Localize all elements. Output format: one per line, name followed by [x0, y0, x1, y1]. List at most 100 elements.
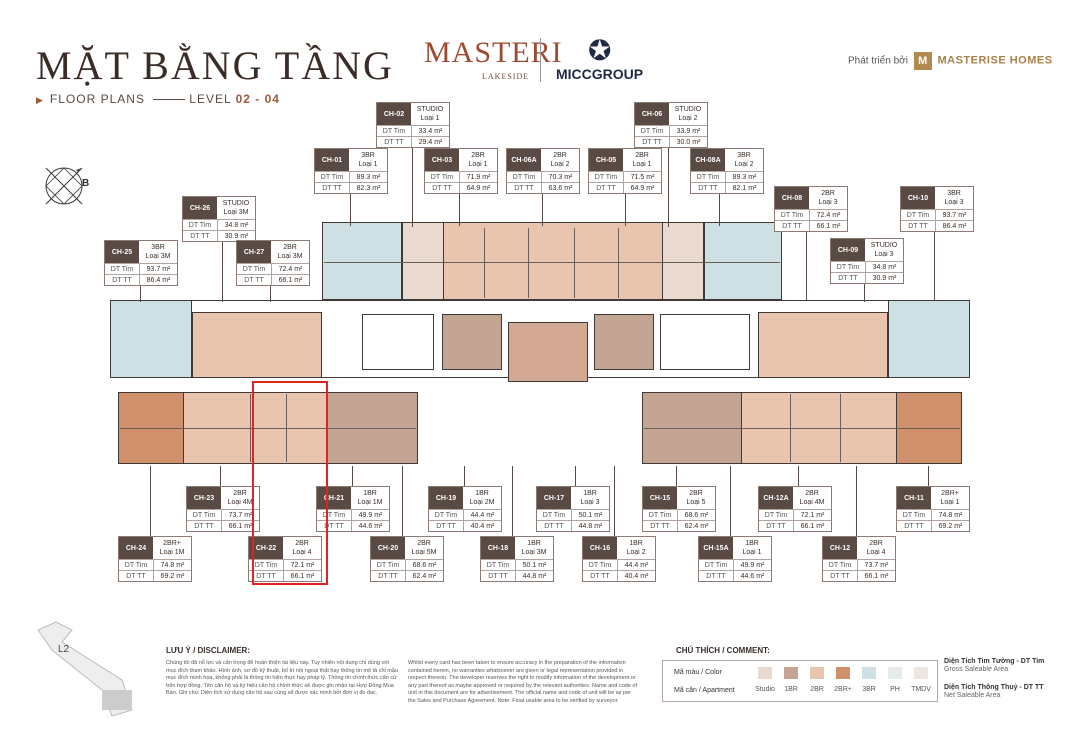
unit-type: 1BR: [527, 540, 541, 547]
unit-code: CH-02: [377, 103, 411, 125]
net-area-label: DT TT: [324, 522, 344, 530]
unit-subtype: Loại 1: [420, 115, 440, 122]
gross-area-label: DT Tim: [906, 211, 930, 219]
mid-right-2br-block: [758, 312, 888, 378]
unit-type: 2BR: [635, 152, 649, 159]
net-area-label: DT TT: [126, 572, 146, 580]
unit-net-area: 30.0 m²: [669, 137, 707, 147]
gross-area-label: DT Tim: [486, 561, 510, 569]
gross-area-label: DT Tim: [640, 127, 664, 135]
top-left-3br-block: [322, 222, 402, 300]
legend-item-label: PH: [890, 686, 900, 693]
unit-net-area: 40.4 m²: [617, 571, 655, 581]
unit-code: CH-10: [901, 187, 935, 209]
gross-area-label: DT Tim: [242, 265, 266, 273]
gross-area-en: Gross Saleable Area: [944, 666, 1009, 673]
unit-net-area: 40.4 m²: [463, 521, 501, 531]
legend-swatch-ph: [888, 667, 902, 679]
unit-subtype: Loại 1: [632, 161, 652, 168]
net-area-label: DT TT: [488, 572, 508, 580]
unit-net-area: 64.9 m²: [623, 183, 661, 193]
unit-net-area: 30.9 m²: [217, 231, 255, 241]
unit-subtype: Loại 5M: [411, 549, 437, 556]
unit-net-area: 69.2 m²: [931, 521, 969, 531]
unit-gross-area: 50.1 m²: [515, 560, 553, 570]
gross-area-label: DT Tim: [512, 173, 536, 181]
gross-area-label: DT Tim: [902, 511, 926, 519]
net-area-label: DT TT: [838, 274, 858, 282]
top-studio-left-block: [402, 222, 444, 300]
stair-core-right: [594, 314, 654, 370]
unit-gross-area: 71.5 m²: [623, 172, 661, 182]
top-studio-right-block: [662, 222, 704, 300]
gross-area-label: DT Tim: [376, 561, 400, 569]
gross-area-label: DT Tim: [828, 561, 852, 569]
highlighted-unit-frame: [252, 381, 328, 585]
page-title: MẶT BẰNG TẦNG: [36, 43, 394, 88]
lakeside-wordmark: LAKESIDE: [482, 72, 530, 81]
unit-gross-area: 68.6 m²: [677, 510, 715, 520]
gross-area-vi: Diện Tích Tim Tường - DT Tim: [944, 658, 1045, 665]
gross-area-label: DT Tim: [836, 263, 860, 271]
subtitle-divider: [153, 99, 186, 101]
unit-code: CH-20: [371, 537, 405, 559]
net-area-label: DT TT: [650, 522, 670, 530]
unit-code: CH-06A: [507, 149, 541, 171]
unit-code: CH-23: [187, 487, 221, 509]
unit-subtype: Loại 3: [874, 251, 894, 258]
unit-type: STUDIO: [674, 106, 702, 113]
net-area-vi: Diện Tích Thông Thuỷ - DT TT: [944, 684, 1044, 691]
unit-code: CH-22: [249, 537, 283, 559]
unit-subtype: Loại 2: [550, 161, 570, 168]
service-core-right: [660, 314, 750, 370]
unit-net-area: 66.1 m²: [271, 275, 309, 285]
disclaimer-title: LƯU Ý / DISCLAIMER:: [166, 646, 250, 655]
unit-code: CH-27: [237, 241, 271, 263]
net-area-label: DT TT: [384, 138, 404, 146]
unit-subtype: Loại 1: [742, 549, 762, 556]
gross-area-label: DT Tim: [382, 127, 406, 135]
legend-color-label: Mã màu / Color: [674, 669, 722, 676]
gross-area-label: DT Tim: [188, 221, 212, 229]
unit-net-area: 30.9 m²: [865, 273, 903, 283]
net-area-label: DT TT: [590, 572, 610, 580]
unit-gross-area: 68.6 m²: [405, 560, 443, 570]
unit-subtype: Loại 1M: [357, 499, 383, 506]
unit-gross-area: 93.7 m²: [139, 264, 177, 274]
mid-right-3br-block: [888, 300, 970, 378]
legend-swatch-3br: [862, 667, 876, 679]
triangle-icon: ▶: [36, 95, 44, 105]
lobby-core: [508, 322, 588, 382]
unit-net-area: 29.4 m²: [411, 137, 449, 147]
gross-area-label: DT Tim: [192, 511, 216, 519]
unit-net-area: 44.6 m²: [733, 571, 771, 581]
unit-gross-area: 34.8 m²: [865, 262, 903, 272]
net-area-label: DT TT: [544, 522, 564, 530]
unit-code: CH-17: [537, 487, 571, 509]
unit-gross-area: 44.4 m²: [617, 560, 655, 570]
unit-subtype: Loại 3M: [521, 549, 547, 556]
unit-gross-area: 72.1 m²: [793, 510, 831, 520]
unit-type: 2BR+: [941, 490, 959, 497]
floor-plans-subtitle: ▶FLOOR PLANS LEVEL 02 - 04: [36, 92, 280, 106]
unit-net-area: 66.1 m²: [809, 221, 847, 231]
unit-subtype: Loại 3: [818, 199, 838, 206]
gross-area-label: DT Tim: [110, 265, 134, 273]
net-area-label: DT TT: [432, 184, 452, 192]
unit-subtype: Loại 2: [734, 161, 754, 168]
unit-type: 2BR: [295, 540, 309, 547]
